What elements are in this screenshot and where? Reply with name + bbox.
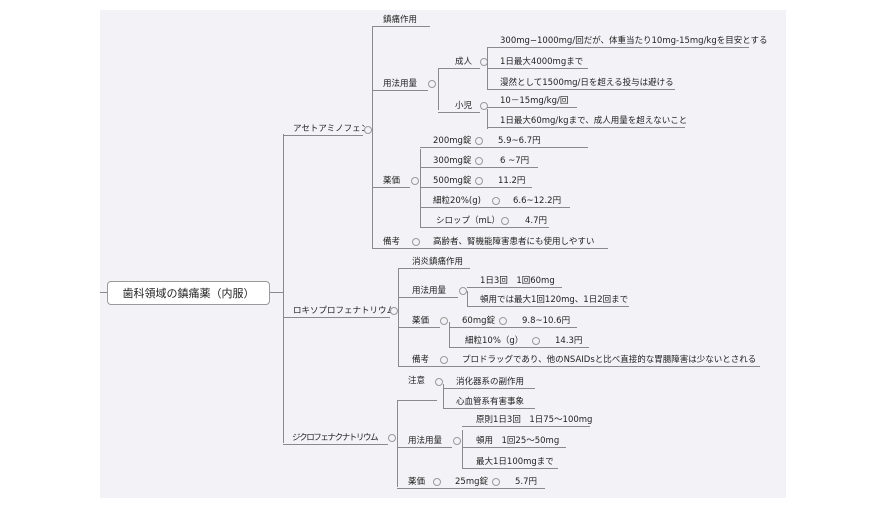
- connector: [420, 149, 421, 227]
- node-dosage[interactable]: 用法用量: [398, 284, 458, 298]
- node-price-item[interactable]: 500mg錠 11.2円: [420, 174, 532, 188]
- node-dosage-item[interactable]: 最大1日100mgまで: [462, 455, 558, 469]
- collapse-toggle-icon[interactable]: [388, 434, 396, 442]
- collapse-toggle-icon[interactable]: [428, 80, 436, 88]
- price-value: 5.7円: [515, 477, 538, 487]
- node-price[interactable]: 薬価: [372, 174, 410, 188]
- node-dosage-item[interactable]: 頓用 1回25～50mg: [462, 434, 566, 448]
- node-caution-item[interactable]: 心血管系有害事象: [443, 395, 535, 409]
- connector: [398, 269, 399, 367]
- price-value: 6 ~7円: [500, 156, 530, 166]
- node-price-item[interactable]: 200mg錠 5.9~6.7円: [420, 134, 588, 148]
- connector: [487, 109, 488, 129]
- note-label: 備考: [383, 237, 401, 247]
- node-action[interactable]: 消炎鎮痛作用: [398, 255, 470, 269]
- connector: [270, 292, 283, 293]
- note-text: 高齢者、腎機能障害患者にも使用しやすい: [433, 237, 595, 247]
- dosage-form: 25mg錠: [455, 477, 488, 487]
- price-label: 薬価: [408, 477, 426, 487]
- price-value: 5.9~6.7円: [498, 136, 541, 146]
- node-dosage-item[interactable]: 1日3回 1回60mg: [467, 274, 562, 288]
- collapse-toggle-icon[interactable]: [475, 157, 483, 165]
- collapse-toggle-icon[interactable]: [499, 317, 507, 325]
- collapse-toggle-icon[interactable]: [492, 197, 500, 205]
- connector: [397, 400, 437, 401]
- node-price[interactable]: 薬価 25mg錠 5.7円: [397, 475, 545, 489]
- price-value: 6.6~12.2円: [513, 196, 562, 206]
- collapse-toggle-icon[interactable]: [459, 287, 467, 295]
- connector: [449, 322, 450, 347]
- connector: [443, 384, 444, 408]
- node-child-item[interactable]: 1日最大60mg/kgまで、成人用量を超えないこと: [487, 114, 687, 128]
- connector: [487, 48, 488, 90]
- collapse-toggle-icon[interactable]: [501, 217, 509, 225]
- dosage-form: 200mg錠: [433, 136, 472, 146]
- collapse-toggle-icon[interactable]: [532, 337, 540, 345]
- price-value: 14.3円: [555, 336, 583, 346]
- node-loxoprofen[interactable]: ロキソプロフェナトリウム: [283, 304, 395, 318]
- node-adult-item[interactable]: 漫然として1500mg/日を超える投与は避ける: [487, 76, 675, 90]
- node-dosage-item[interactable]: 頓用では最大1回120mg、1日2回まで: [467, 293, 629, 307]
- root-node[interactable]: 歯科領域の鎮痛薬（内服）: [107, 281, 270, 305]
- collapse-toggle-icon[interactable]: [440, 356, 448, 364]
- connector: [467, 291, 468, 306]
- collapse-toggle-icon[interactable]: [412, 238, 420, 246]
- connector: [283, 134, 284, 443]
- connector: [100, 292, 107, 293]
- node-price-item[interactable]: 300mg錠 6 ~7円: [420, 154, 538, 168]
- note-text: プロドラッグであり、他のNSAIDsと比べ直接的な胃腸障害は少ないとされる: [462, 355, 757, 365]
- dosage-form: 細粒10%（g）: [465, 336, 524, 346]
- mindmap-canvas: [100, 10, 786, 498]
- collapse-toggle-icon[interactable]: [364, 126, 372, 134]
- collapse-toggle-icon[interactable]: [475, 177, 483, 185]
- connector: [438, 68, 439, 110]
- connector: [372, 26, 373, 248]
- node-child-item[interactable]: 10－15mg/kg/回: [487, 94, 577, 108]
- node-note[interactable]: 備考 プロドラッグであり、他のNSAIDsと比べ直接的な胃腸障害は少ないとされる: [398, 353, 760, 367]
- collapse-toggle-icon[interactable]: [433, 478, 441, 486]
- node-price[interactable]: 薬価: [398, 314, 440, 328]
- note-label: 備考: [412, 355, 430, 365]
- node-note[interactable]: 備考 高齢者、腎機能障害患者にも使用しやすい: [372, 235, 608, 249]
- collapse-toggle-icon[interactable]: [453, 437, 461, 445]
- collapse-toggle-icon[interactable]: [390, 307, 398, 315]
- node-child[interactable]: 小児: [438, 99, 480, 113]
- node-adult[interactable]: 成人: [438, 55, 480, 69]
- connector: [462, 430, 463, 469]
- dosage-form: 300mg錠: [433, 156, 472, 166]
- connector: [397, 400, 398, 487]
- node-adult-item[interactable]: 300mg−1000mg/回だが、体重当たり10mg-15mg/kgを目安とする: [487, 34, 768, 48]
- price-value: 9.8~10.6円: [522, 316, 571, 326]
- node-action[interactable]: 鎮痛作用: [372, 13, 430, 27]
- node-price-item[interactable]: 細粒20%(g) 6.6~12.2円: [420, 194, 570, 208]
- dosage-form: 細粒20%(g): [433, 196, 481, 206]
- node-dosage[interactable]: 用法用量: [372, 77, 428, 91]
- node-dosage-item[interactable]: 原則1日3回 1日75～100mg: [462, 413, 592, 427]
- node-dosage[interactable]: 用法用量: [397, 434, 452, 448]
- node-price-item[interactable]: 60mg錠 9.8~10.6円: [449, 314, 577, 328]
- collapse-toggle-icon[interactable]: [440, 317, 448, 325]
- node-price-item[interactable]: シロップ（mL） 4.7円: [420, 214, 549, 228]
- collapse-toggle-icon[interactable]: [480, 102, 488, 110]
- collapse-toggle-icon[interactable]: [411, 177, 419, 185]
- dosage-form: シロップ（mL）: [436, 216, 501, 226]
- dosage-form: 60mg錠: [462, 316, 495, 326]
- node-adult-item[interactable]: 1日最大4000mgまで: [487, 55, 588, 69]
- dosage-form: 500mg錠: [433, 176, 472, 186]
- node-acetaminophen[interactable]: アセトアミノフェン: [283, 122, 369, 136]
- node-caution-item[interactable]: 消化器系の副作用: [443, 375, 535, 389]
- collapse-toggle-icon[interactable]: [475, 137, 483, 145]
- collapse-toggle-icon[interactable]: [492, 478, 500, 486]
- price-value: 11.2円: [498, 176, 526, 186]
- node-diclofenac[interactable]: ジクロフェナクナトリウム: [283, 431, 388, 445]
- collapse-toggle-icon[interactable]: [435, 378, 443, 386]
- node-price-item[interactable]: 細粒10%（g） 14.3円: [449, 334, 589, 348]
- price-value: 4.7円: [525, 216, 548, 226]
- node-caution[interactable]: 注意: [408, 376, 426, 386]
